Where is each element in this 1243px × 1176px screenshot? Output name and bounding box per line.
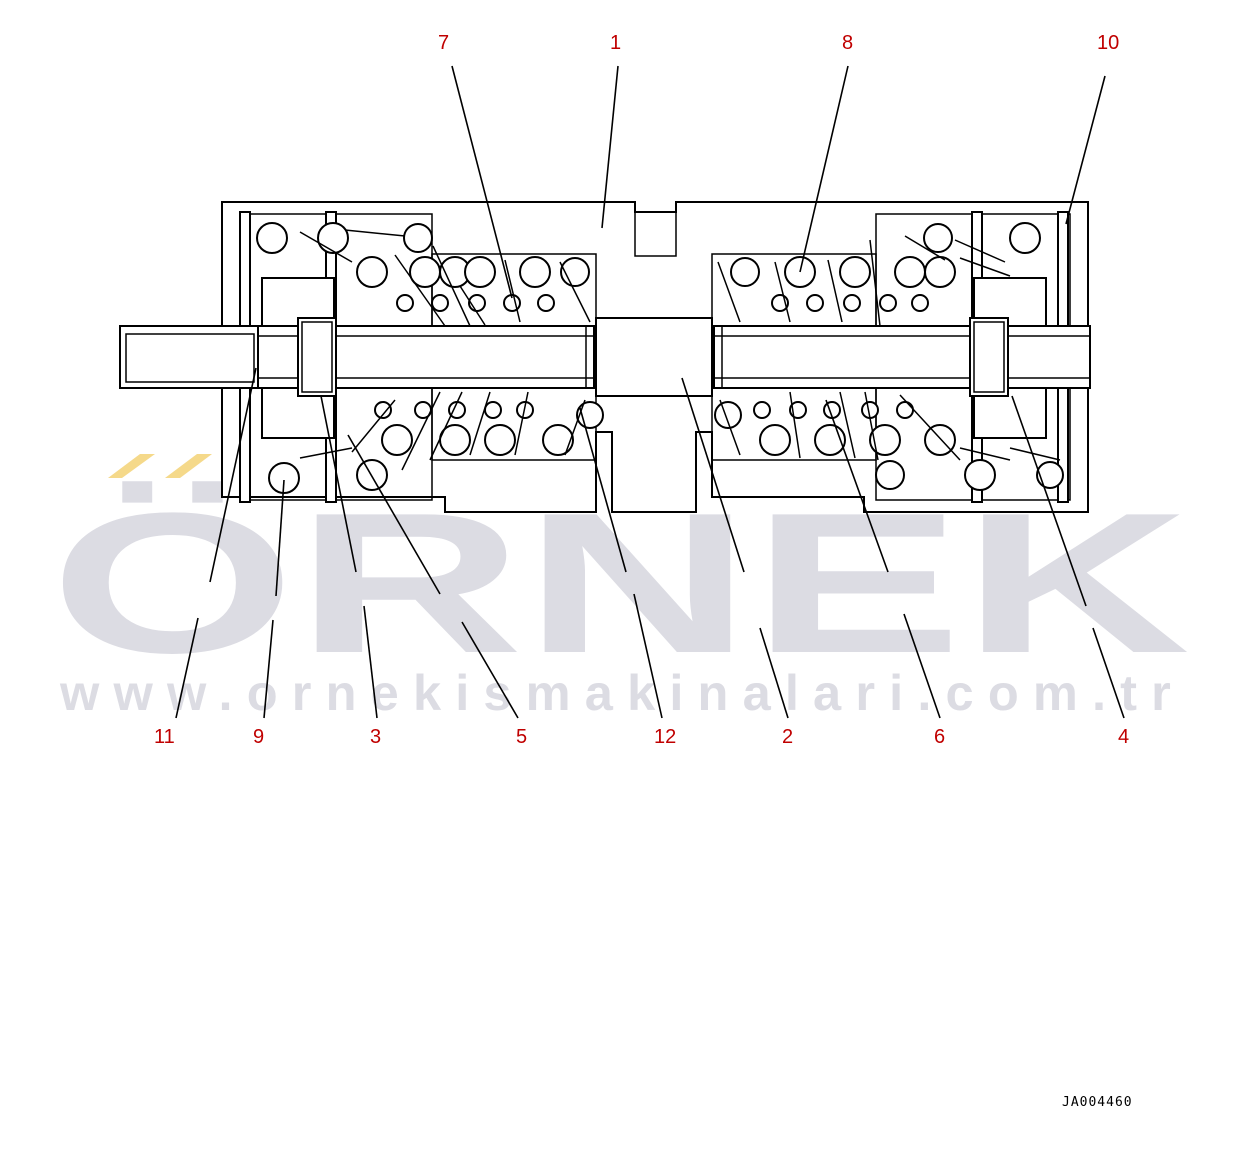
leader-6b (903, 613, 941, 719)
leader-11a (209, 367, 257, 583)
right-nut (969, 317, 1009, 397)
leader-10 (1065, 75, 1106, 225)
leader-3a (320, 395, 357, 573)
housing-top-slot (634, 212, 677, 257)
watermark-accent-right (165, 454, 212, 478)
callout-top-1: 1 (610, 32, 621, 54)
callout-labels: 7 1 8 10 11 9 3 5 12 2 6 4 (154, 32, 1129, 748)
callout-top-0: 7 (438, 32, 449, 54)
leader-5b (461, 621, 519, 719)
leader-lines (175, 65, 1125, 719)
callout-bottom-6: 6 (934, 726, 945, 748)
callout-bottom-3: 5 (516, 726, 527, 748)
leader-4a (1011, 395, 1087, 607)
leader-6a (825, 399, 889, 573)
leader-11b (175, 617, 199, 719)
right-chamber (711, 211, 1091, 503)
left-nut (297, 317, 337, 397)
leader-12b (633, 593, 663, 719)
callout-bottom-5: 2 (782, 726, 793, 748)
center-bore (595, 317, 713, 397)
right-spring-coils (714, 222, 1064, 491)
watermark-accent-left (108, 454, 155, 478)
leader-5a (347, 434, 441, 595)
leader-8 (799, 65, 849, 273)
leader-9a (275, 479, 285, 597)
callout-bottom-2: 3 (370, 726, 381, 748)
callout-bottom-7: 4 (1118, 726, 1129, 748)
leader-9b (263, 619, 274, 719)
leader-2a (681, 377, 745, 573)
callout-top-3: 10 (1097, 32, 1119, 54)
callout-top-2: 8 (842, 32, 853, 54)
leader-12a (579, 407, 627, 573)
watermark-url: www.ornekismakinalari.com.tr (59, 665, 1185, 721)
leader-2b (759, 627, 789, 719)
leader-4b (1092, 627, 1125, 719)
callout-bottom-4: 12 (654, 726, 676, 748)
left-rod-outer (119, 325, 261, 389)
leader-7 (451, 65, 513, 299)
leader-3b (363, 605, 378, 719)
leader-1 (601, 65, 619, 229)
callout-bottom-1: 9 (253, 726, 264, 748)
callout-bottom-0: 11 (154, 726, 175, 748)
document-id: JA004460 (1062, 1095, 1133, 1110)
